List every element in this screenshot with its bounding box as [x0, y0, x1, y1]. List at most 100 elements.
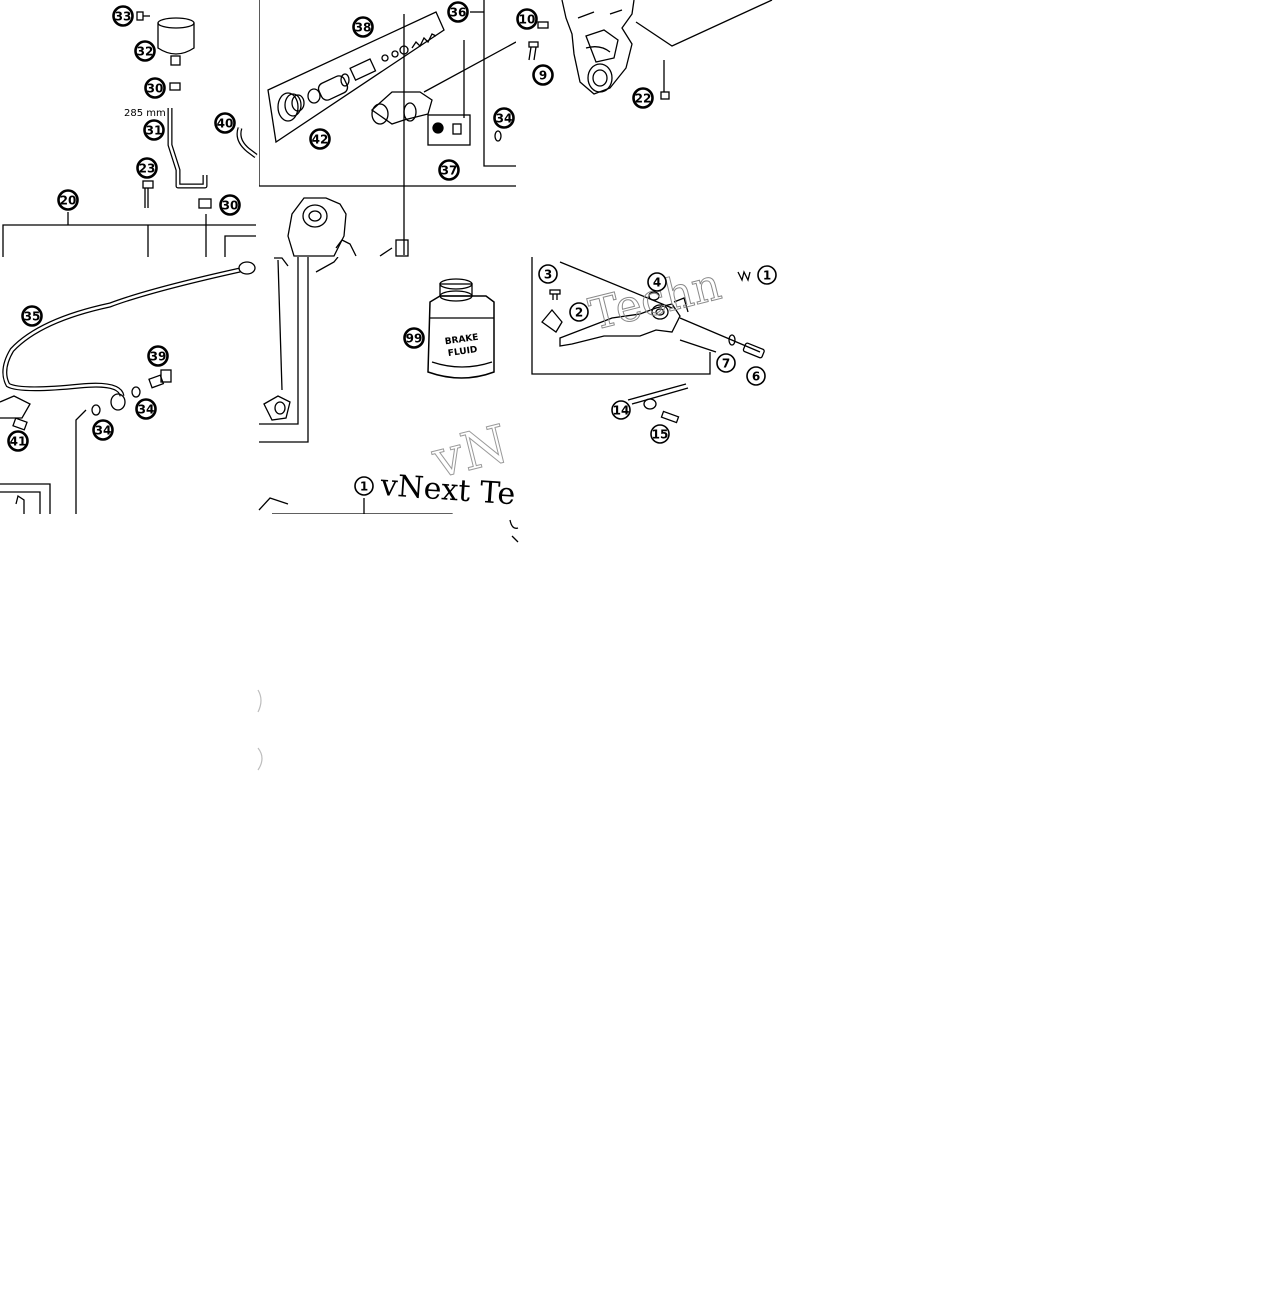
callout-32: 32 [134, 40, 156, 62]
bolt-23 [142, 180, 154, 208]
callout-circle [309, 128, 331, 150]
callout-number: 31 [146, 124, 163, 138]
nut-22 [660, 91, 670, 100]
dimension-label: 285 mm [124, 108, 166, 119]
tile-master-cylinder [259, 0, 516, 257]
tile-reservoir [2, 11, 258, 257]
callout-number: 37 [441, 164, 458, 178]
callout-99: 99 [403, 327, 425, 349]
callout-number: 30 [222, 199, 239, 213]
callout-circle [569, 302, 589, 322]
callout-34: 34 [135, 398, 157, 420]
callout-number: 34 [138, 403, 155, 417]
callout-1: 1 [757, 265, 777, 285]
callout-number: 9 [539, 69, 547, 83]
reservoir-hose [167, 108, 208, 189]
callout-circle [538, 264, 558, 284]
callout-circle [352, 16, 374, 38]
clamp-30 [169, 82, 181, 91]
callout-number: 4 [653, 276, 661, 290]
brake-fluid-line-1: BRAKE [444, 333, 479, 348]
callout-number: 10 [519, 13, 536, 27]
tile-bottom-strip [509, 519, 519, 543]
callout-circle [147, 345, 169, 367]
clamp-30-lower [198, 198, 212, 209]
callout-number: 34 [496, 112, 513, 126]
bolt-9 [528, 41, 539, 61]
callout-number: 30 [147, 82, 164, 96]
callout-circle [21, 305, 43, 327]
screw-33 [136, 11, 150, 21]
callout-33: 33 [112, 5, 134, 27]
callout-number: 7 [722, 357, 730, 371]
callout-circle [92, 419, 114, 441]
callout-4: 4 [647, 272, 667, 292]
callout-20: 20 [57, 189, 79, 211]
callout-9: 9 [532, 64, 554, 86]
callout-circle [57, 189, 79, 211]
callout-15: 15 [650, 424, 670, 444]
frame-master [259, 0, 516, 187]
callout-circle [134, 40, 156, 62]
callout-number: 22 [635, 92, 652, 106]
callout-number: 15 [652, 428, 669, 442]
callout-number: 36 [450, 6, 467, 20]
callout-number: 20 [60, 194, 77, 208]
callout-circle [757, 265, 777, 285]
callout-23: 23 [136, 157, 158, 179]
callout-1: 1 [354, 476, 374, 496]
callout-30: 30 [144, 77, 166, 99]
hose-eye [238, 261, 256, 275]
callout-40: 40 [214, 112, 236, 134]
callout-circle [354, 476, 374, 496]
callout-34: 34 [92, 419, 114, 441]
callout-circle [144, 77, 166, 99]
brake-fluid-line-2: FLUID [447, 345, 478, 359]
callout-group: 3332303123302040384236373410922353934344… [7, 1, 777, 496]
callout-circle [716, 353, 736, 373]
callout-circle [516, 8, 538, 30]
callout-number: 40 [217, 117, 234, 131]
callout-circle [135, 398, 157, 420]
bolt-6 [742, 342, 765, 359]
callout-circle [632, 87, 654, 109]
callout-circle [143, 119, 165, 141]
fitting [395, 239, 409, 257]
callout-14: 14 [611, 400, 631, 420]
tile-clutch-line [0, 261, 256, 514]
callout-circle [438, 159, 460, 181]
callout-circle [219, 194, 241, 216]
callout-34: 34 [493, 107, 515, 129]
tile-lever-housing [528, 0, 773, 100]
lever-frame [531, 257, 711, 375]
callout-circle [136, 157, 158, 179]
screw-15 [660, 410, 680, 424]
callout-circle [650, 424, 670, 444]
callout-31: 31 [143, 119, 165, 141]
callout-30: 30 [219, 194, 241, 216]
callout-number: 99 [406, 332, 423, 346]
callout-circle [403, 327, 425, 349]
callout-number: 23 [139, 162, 156, 176]
callout-circle [532, 64, 554, 86]
callout-10: 10 [516, 8, 538, 30]
callout-circle [493, 107, 515, 129]
housing-frame [635, 0, 773, 47]
pin-14 [643, 398, 657, 410]
callout-39: 39 [147, 345, 169, 367]
bleeder-valve-39 [148, 369, 172, 389]
clutch-hose-35 [2, 267, 241, 397]
callout-42: 42 [309, 128, 331, 150]
callout-number: 14 [613, 404, 630, 418]
callout-circle [447, 1, 469, 23]
callout-2: 2 [569, 302, 589, 322]
callout-number: 33 [115, 10, 132, 24]
repair-kit-panel [267, 11, 445, 144]
callout-circle [7, 430, 29, 452]
callout-6: 6 [746, 366, 766, 386]
callout-number: 1 [763, 269, 771, 283]
callout-37: 37 [438, 159, 460, 181]
lever-housing [561, 0, 635, 95]
callout-36: 36 [447, 1, 469, 23]
